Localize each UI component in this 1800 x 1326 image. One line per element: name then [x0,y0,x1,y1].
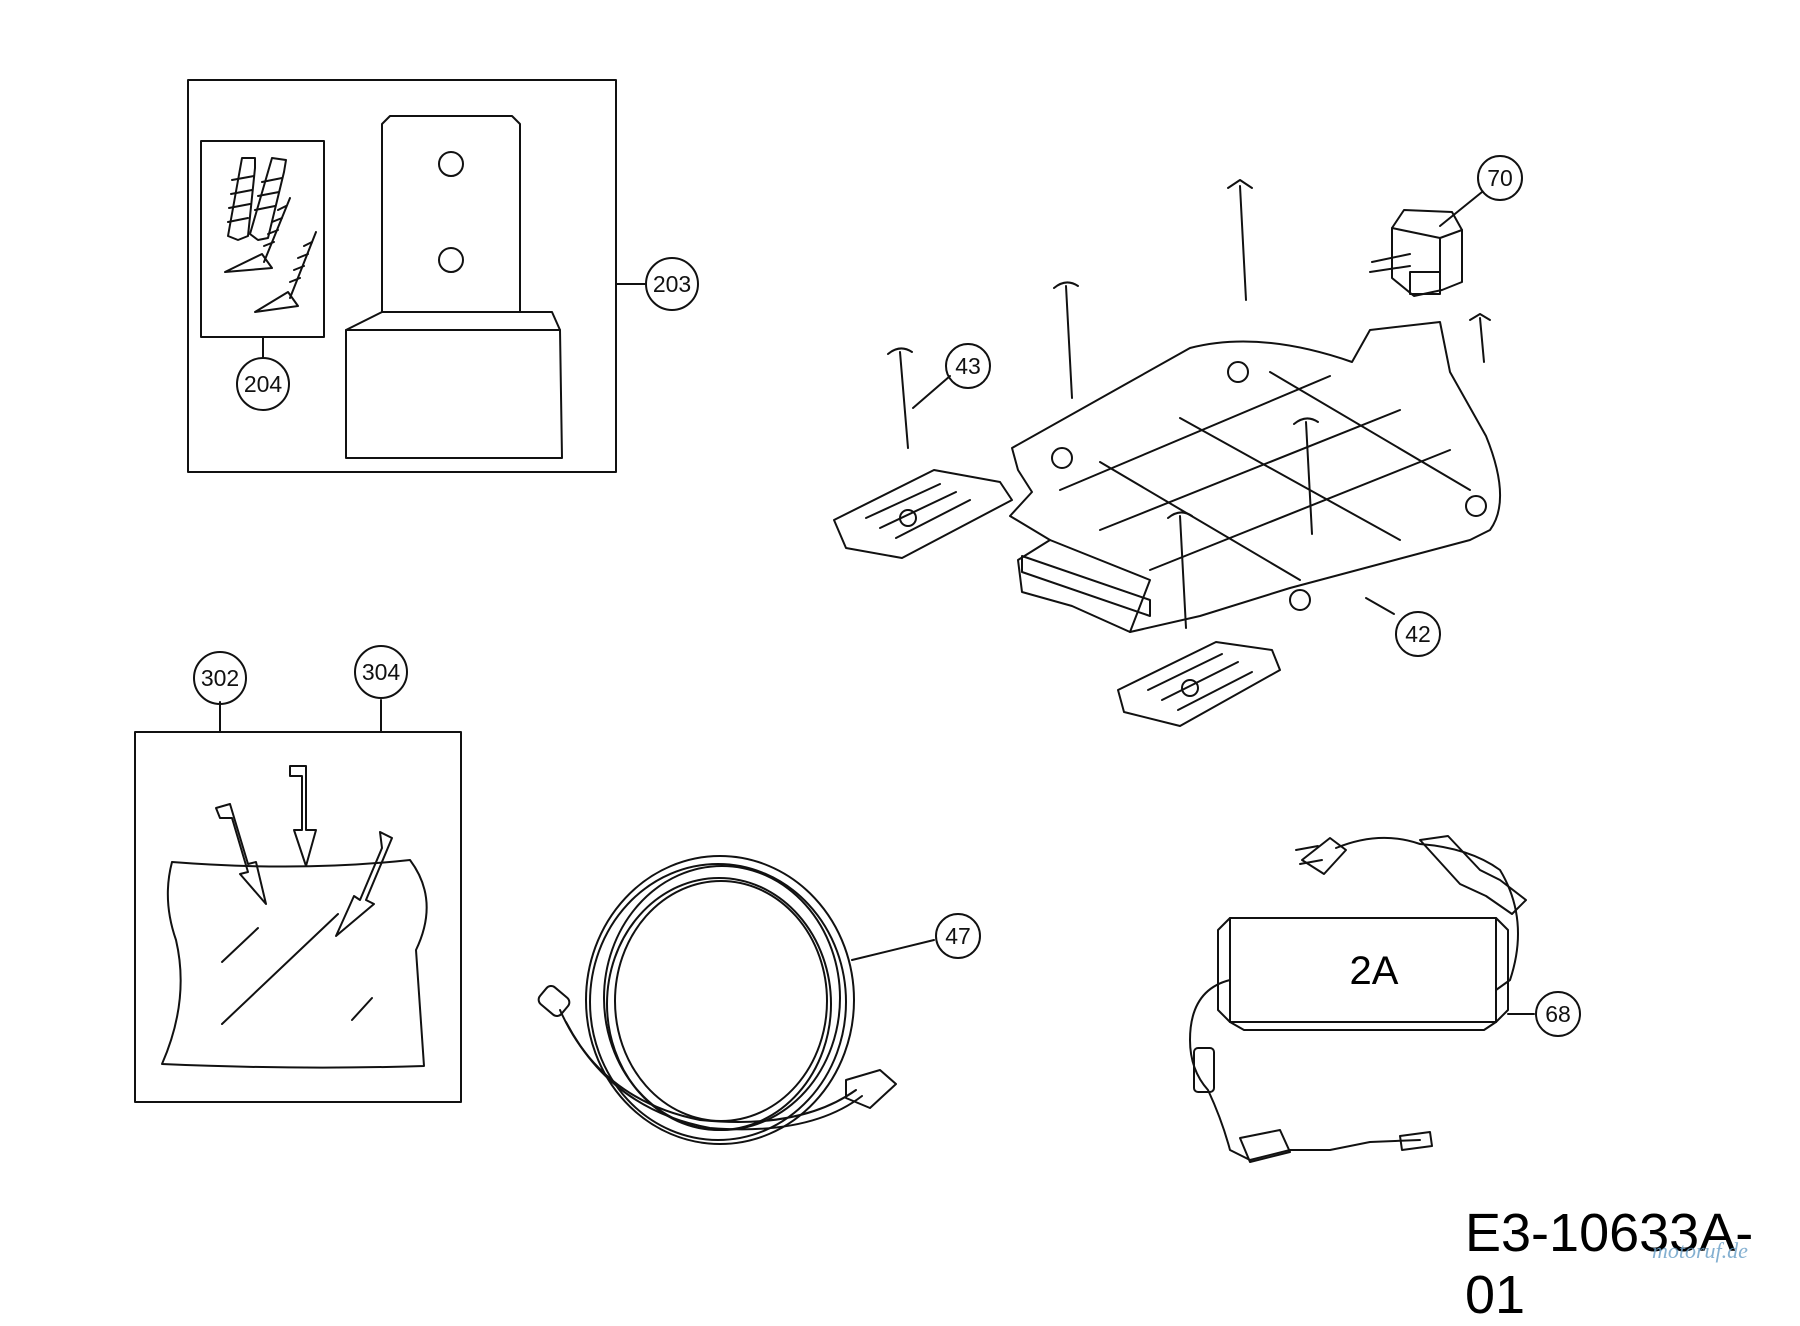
callout-204-label: 204 [244,371,283,397]
callout-204: 204 [236,357,290,411]
parts-diagram: 203 204 70 43 42 302 304 47 68 2A [134,79,1581,1163]
callout-43: 43 [945,343,991,389]
callout-203: 203 [645,257,699,311]
power-supply-icon [1189,835,1535,1163]
callout-302: 302 [193,651,247,705]
charging-station-group [833,179,1502,727]
callout-68-label: 68 [1545,1001,1571,1027]
peg-bag-icon [161,859,428,1069]
wire-guide-pad-right-icon [1117,641,1281,727]
mounting-bracket-icon [345,115,563,459]
wire-guide-pad-left-icon [833,469,1013,559]
callout-304-label: 304 [362,659,401,685]
drawing-code: E3-10633A-01 [1465,1203,1754,1325]
callout-43-label: 43 [955,353,981,379]
charging-contact-head-icon [1369,209,1463,297]
callout-47: 47 [935,913,981,959]
callout-203-label: 203 [653,271,691,297]
callout-304: 304 [354,645,408,699]
boundary-wire-coil-icon [537,855,935,1145]
ground-pegs-icon [887,179,1491,629]
part-group-203 [187,79,647,473]
watermark-logo: motoruf.de [1652,1238,1748,1263]
charging-base-plate-icon [1009,321,1502,633]
power-supply-rating-label: 2A [1350,949,1399,993]
peg-arrows-icon [215,765,393,937]
callout-47-label: 47 [945,923,971,949]
callout-42-label: 42 [1405,621,1431,647]
callout-42: 42 [1395,611,1441,657]
callout-68: 68 [1535,991,1581,1037]
part-group-302-304 [134,699,462,1103]
callout-70-label: 70 [1487,165,1513,191]
callout-70: 70 [1477,155,1523,201]
wall-plugs-and-screws-icon [224,157,317,313]
callout-302-label: 302 [201,665,239,691]
